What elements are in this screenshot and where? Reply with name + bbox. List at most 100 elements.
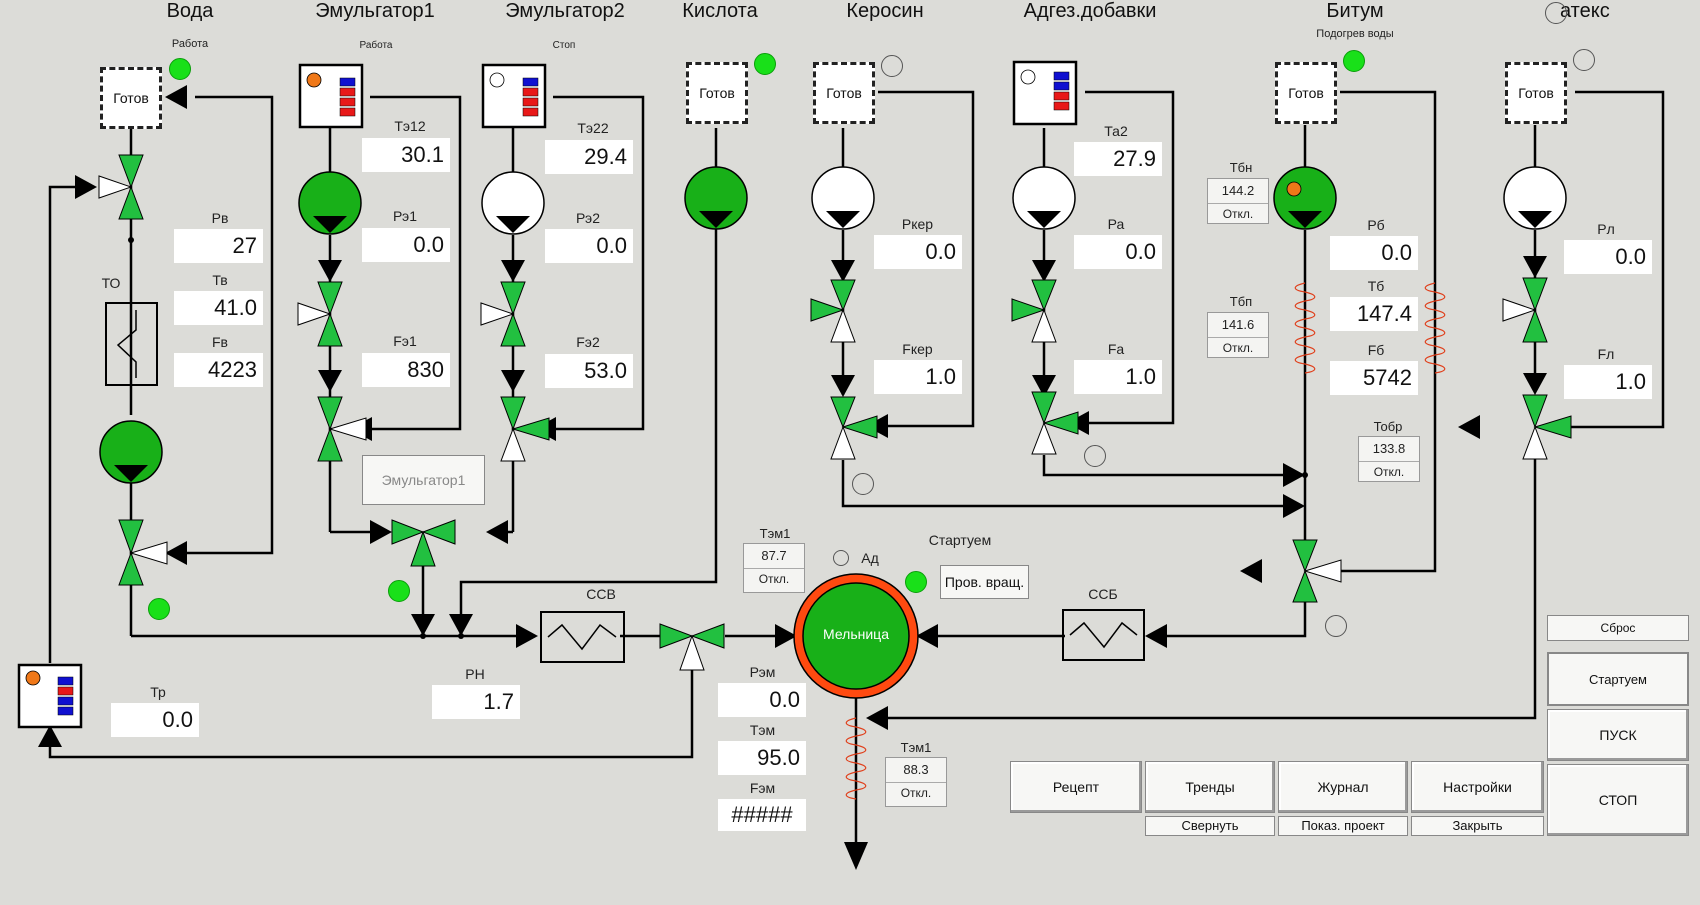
fa-value: 1.0 <box>1074 360 1162 394</box>
water-lamp <box>169 58 191 80</box>
tem1-bottom-label: Тэм1 <box>900 740 932 755</box>
recipe-button[interactable]: Рецепт <box>1010 761 1142 813</box>
show-project-button[interactable]: Показ. проект <box>1278 816 1408 836</box>
minimize-button[interactable]: Свернуть <box>1145 816 1275 836</box>
mill-status: Стартуем <box>928 532 992 548</box>
header-water: Вода <box>166 0 214 22</box>
header-acid: Кислота <box>682 0 758 22</box>
pa-value: 0.0 <box>1074 235 1162 269</box>
tv-value: 41.0 <box>174 291 263 325</box>
heater-coils <box>845 282 1446 800</box>
cooler-ccv <box>540 611 625 663</box>
tb-label: Тб <box>1367 278 1385 294</box>
fem-label: Fэм <box>749 780 776 796</box>
valve-emul2-b <box>500 396 550 462</box>
rn-label: РН <box>465 666 485 682</box>
pb-value: 0.0 <box>1330 236 1418 270</box>
pump-water[interactable] <box>99 420 163 484</box>
pl-value: 0.0 <box>1564 240 1652 274</box>
tobr-label: Тобр <box>1373 419 1403 434</box>
rn-value: 1.7 <box>432 685 520 719</box>
tem1-top-off-button[interactable]: Откл. <box>758 572 790 586</box>
tem1-bottom-box: 88.3 Откл. <box>885 757 947 807</box>
pump-acid[interactable] <box>684 166 748 230</box>
kerosene-valve-lamp <box>852 473 874 495</box>
starting-button[interactable]: Стартуем <box>1547 652 1689 706</box>
mill[interactable] <box>793 573 919 699</box>
tbn-off-button[interactable]: Откл. <box>1222 207 1254 221</box>
kerosene-lamp <box>881 55 903 77</box>
fe2-label: Fэ2 <box>576 334 600 350</box>
trends-button[interactable]: Тренды <box>1145 761 1275 813</box>
valve-kerosene-b <box>830 396 878 460</box>
pker-value: 0.0 <box>874 235 962 269</box>
ccb-label: ССБ <box>1088 586 1118 602</box>
tank-reagent <box>17 663 83 729</box>
start-button[interactable]: ПУСК <box>1547 709 1689 761</box>
heat-exchanger-to <box>105 302 158 386</box>
pv-label: Рв <box>211 210 229 226</box>
valve-bitumen <box>1292 539 1342 603</box>
reset-button[interactable]: Сброс <box>1547 615 1689 641</box>
pump-bitumen[interactable] <box>1273 166 1337 230</box>
settings-button[interactable]: Настройки <box>1411 761 1544 813</box>
valve-emul1-a <box>297 281 343 347</box>
ready-latex[interactable]: Готов <box>1505 62 1567 124</box>
pump-adhesive[interactable] <box>1012 166 1076 230</box>
header-bitumen: Битум <box>1326 0 1384 22</box>
valve-emul2-a <box>480 281 526 347</box>
bitumen-status: Подогрев воды <box>1316 28 1394 40</box>
emul1-status: Работа <box>359 40 393 51</box>
tem1-bottom-value: 88.3 <box>886 758 946 783</box>
pe1-value: 0.0 <box>362 228 450 262</box>
tem1-bottom-off-button[interactable]: Откл. <box>900 786 932 800</box>
valve-emul-mix <box>391 519 456 567</box>
acid-lamp <box>754 53 776 75</box>
valve-latex-b <box>1522 394 1572 460</box>
ready-water[interactable]: Готов <box>100 67 162 129</box>
tem1-top-value: 87.7 <box>744 544 804 569</box>
tv-label: Тв <box>212 272 228 288</box>
tr-label: Тр <box>150 684 166 700</box>
journal-button[interactable]: Журнал <box>1278 761 1408 813</box>
tobr-off-button[interactable]: Откл. <box>1373 465 1405 479</box>
ready-kerosene[interactable]: Готов <box>813 62 875 124</box>
pe2-value: 0.0 <box>545 229 633 263</box>
emulgator1-button[interactable]: Эмульгатор1 <box>362 455 485 505</box>
adhesive-valve-lamp <box>1084 445 1106 467</box>
ready-bitumen[interactable]: Готов <box>1275 62 1337 124</box>
to-label: ТО <box>101 275 121 291</box>
pump-kerosene[interactable] <box>811 166 875 230</box>
fb-value: 5742 <box>1330 361 1418 395</box>
ad-lamp <box>833 550 849 566</box>
pe2-label: Рэ2 <box>576 210 600 226</box>
fa-label: Fа <box>1107 341 1125 357</box>
close-button[interactable]: Закрыть <box>1411 816 1544 836</box>
fl-label: Fл <box>1597 346 1615 362</box>
header-kerosene: Керосин <box>846 0 924 22</box>
pem-value: 0.0 <box>718 683 806 717</box>
ready-acid[interactable]: Готов <box>686 62 748 124</box>
valve-emul1-b <box>317 396 367 462</box>
check-rotation-button[interactable]: Пров. вращ. <box>940 565 1029 599</box>
header-emulgator1: Эмульгатор1 <box>315 0 435 22</box>
fker-label: Fкер <box>902 341 933 357</box>
pump-latex[interactable] <box>1503 166 1567 230</box>
valve-kerosene-a <box>810 279 856 343</box>
tobr-value: 133.8 <box>1359 437 1419 462</box>
mill-label: Мельница <box>823 626 889 642</box>
tem1-top-box: 87.7 Откл. <box>743 543 805 593</box>
fe1-value: 830 <box>362 353 450 387</box>
pump-emulgator2[interactable] <box>481 171 545 235</box>
pump-emulgator1[interactable] <box>298 171 362 235</box>
valve-water-bottom <box>118 519 168 586</box>
valves[interactable] <box>98 154 1572 671</box>
fl-value: 1.0 <box>1564 365 1652 399</box>
stop-button[interactable]: СТОП <box>1547 764 1689 836</box>
tbp-off-button[interactable]: Откл. <box>1222 341 1254 355</box>
tank-adhesive <box>1012 60 1078 126</box>
pl-label: Рл <box>1597 221 1615 237</box>
fv-label: Fв <box>212 334 228 350</box>
tank-emulgator1 <box>298 63 364 129</box>
tank-emulgator2 <box>481 63 547 129</box>
